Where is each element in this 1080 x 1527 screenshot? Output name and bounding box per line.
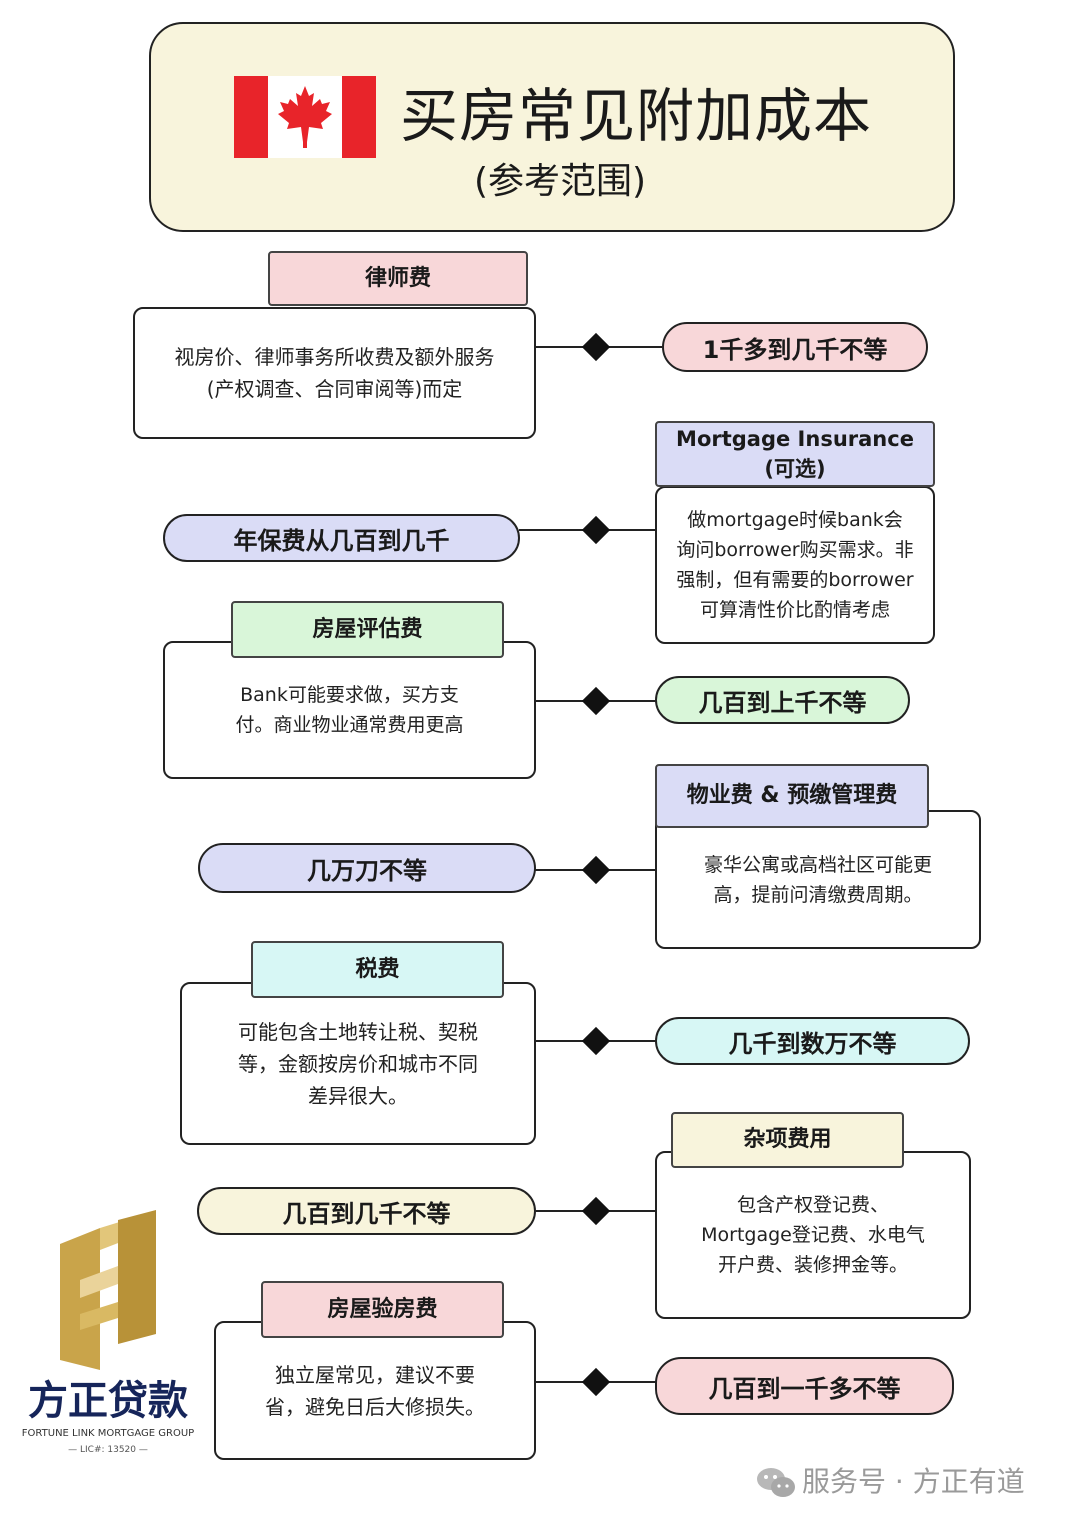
inspection-fee-label: 房屋验房费 [261,1281,504,1338]
wechat-icon [756,1466,796,1500]
inspection-fee-card: 独立屋常见，建议不要 省，避免日后大修损失。 [214,1321,536,1460]
lawyer-fee-card: 视房价、律师事务所收费及额外服务 (产权调查、合同审阅等)而定 [133,307,536,439]
mortgage-insurance-card: 做mortgage时候bank会 询问borrower购买需求。非 强制，但有需… [655,486,935,644]
logo-license: — LIC#: 13520 — [68,1445,148,1455]
connector-diamond [581,515,611,545]
property-fee-range: 几万刀不等 [198,843,536,893]
appraisal-fee-label: 房屋评估费 [231,601,504,658]
logo-name: 方正贷款 [28,1378,188,1424]
connector-diamond [581,1196,611,1226]
lawyer-fee-label: 律师费 [268,251,528,306]
mortgage-insurance-label: Mortgage Insurance (可选) [655,421,935,487]
misc-fee-card: 包含产权登记费、 Mortgage登记费、水电气 开户费、装修押金等。 [655,1151,971,1319]
mortgage-insurance-range: 年保费从几百到几千 [163,514,520,562]
appraisal-fee-card: Bank可能要求做，买方支 付。商业物业通常费用更高 [163,641,536,779]
page-subtitle: (参考范围) [473,161,647,202]
connector-diamond [581,855,611,885]
lawyer-fee-range: 1千多到几千不等 [662,322,928,372]
page-title: 买房常见附加成本 [400,82,873,150]
tax-label: 税费 [251,941,504,998]
appraisal-fee-range: 几百到上千不等 [655,676,910,724]
connector-diamond [581,1367,611,1397]
misc-fee-label: 杂项费用 [671,1112,904,1168]
connector-diamond [581,1026,611,1056]
logo-english: FORTUNE LINK MORTGAGE GROUP [21,1428,195,1439]
connector-diamond [581,332,611,362]
tax-range: 几千到数万不等 [655,1017,970,1065]
property-fee-label: 物业费 & 预缴管理费 [655,764,929,828]
tax-card: 可能包含土地转让税、契税 等，金额按房价和城市不同 差异很大。 [180,982,536,1145]
fangzheng-logo-mark [56,1210,160,1374]
connector-diamond [581,686,611,716]
canada-flag-icon [234,76,376,158]
property-fee-card: 豪华公寓或高档社区可能更 高，提前问清缴费周期。 [655,810,981,949]
inspection-fee-range: 几百到一千多不等 [655,1357,954,1415]
misc-fee-range: 几百到几千不等 [197,1187,536,1235]
watermark-text: 服务号 · 方正有道 [802,1465,1025,1498]
